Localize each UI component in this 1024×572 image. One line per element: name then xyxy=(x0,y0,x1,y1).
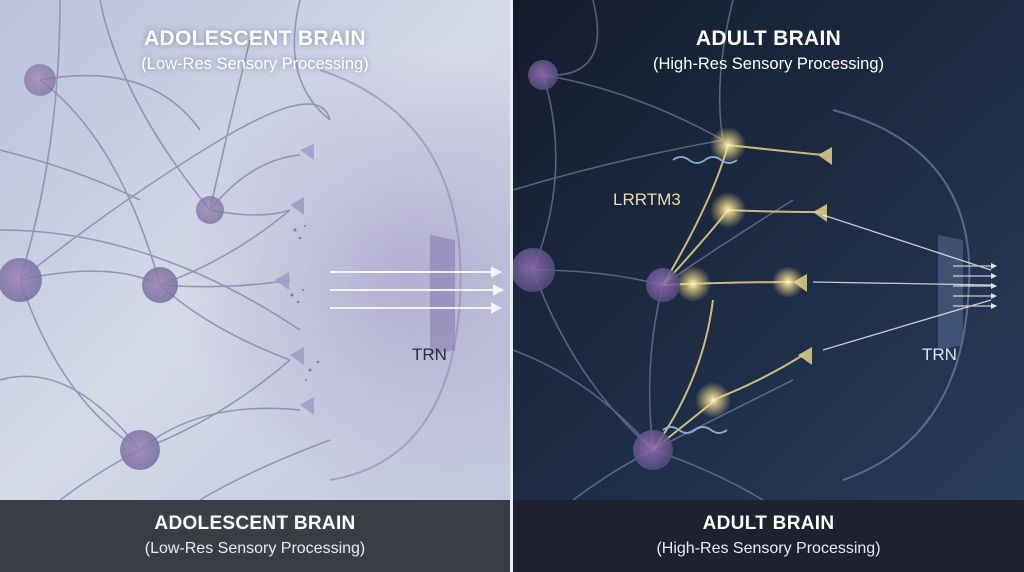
adult-caption-subtitle: (High-Res Sensory Processing) xyxy=(656,540,881,557)
trn-label-adult: TRN xyxy=(922,345,957,364)
adolescent-subtitle: (Low-Res Sensory Processing) xyxy=(141,55,369,73)
lrrtm3-label: LRRTM3 xyxy=(613,190,681,209)
adolescent-caption-bar: ADOLESCENT BRAIN (Low-Res Sensory Proces… xyxy=(0,500,510,572)
adolescent-title: ADOLESCENT BRAIN xyxy=(144,27,366,50)
adolescent-title-block: ADOLESCENT BRAIN (Low-Res Sensory Proces… xyxy=(0,26,510,75)
panel-divider xyxy=(510,0,513,572)
adolescent-caption-subtitle: (Low-Res Sensory Processing) xyxy=(144,540,366,557)
adolescent-brain-panel: ADOLESCENT BRAIN (Low-Res Sensory Proces… xyxy=(0,0,510,572)
adult-neuron-illustration xyxy=(513,0,1024,500)
adult-subtitle: (High-Res Sensory Processing) xyxy=(652,55,885,73)
trn-label-adolescent: TRN xyxy=(412,345,447,364)
adult-title-block: ADULT BRAIN (High-Res Sensory Processing… xyxy=(513,26,1024,75)
adult-caption-bar: ADULT BRAIN (High-Res Sensory Processing… xyxy=(513,500,1024,572)
adult-brain-panel: ADULT BRAIN (High-Res Sensory Processing… xyxy=(513,0,1024,572)
adolescent-neuron-illustration xyxy=(0,0,510,500)
adult-caption-title: ADULT BRAIN xyxy=(702,513,835,534)
adolescent-caption-title: ADOLESCENT BRAIN xyxy=(154,513,356,534)
adult-title: ADULT BRAIN xyxy=(695,27,842,50)
